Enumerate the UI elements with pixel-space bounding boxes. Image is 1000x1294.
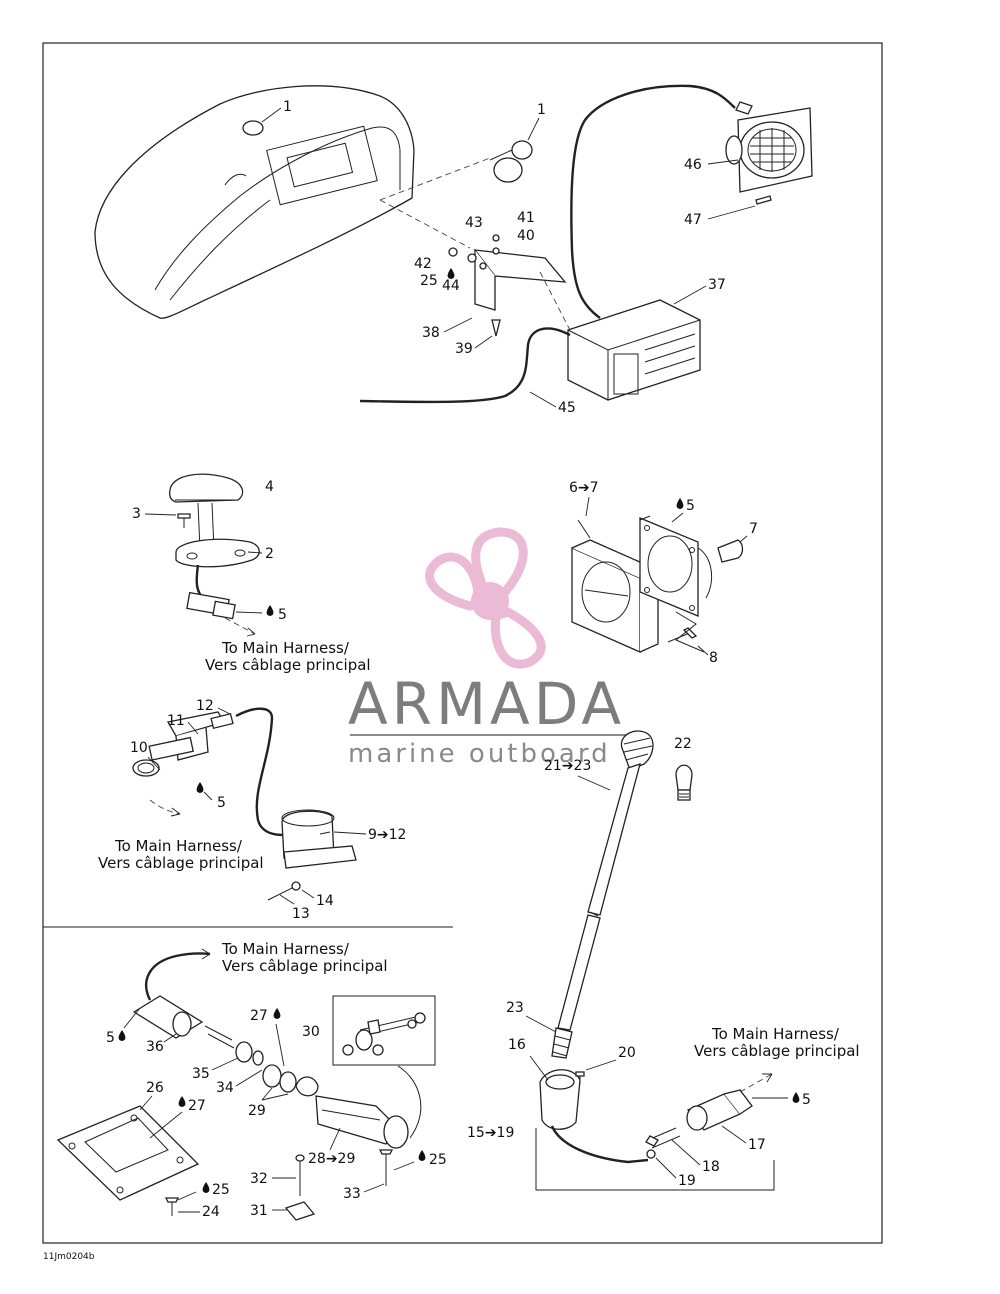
callout-14: 14 xyxy=(316,893,334,909)
callout-5a: 5 xyxy=(278,607,287,623)
callout-19: 19 xyxy=(678,1173,696,1189)
figure-code: 11Jm0204b xyxy=(43,1252,95,1262)
watermark-propeller-logo xyxy=(425,527,546,669)
trim-switch-assembly xyxy=(56,995,409,1201)
callout-28-29: 28➔29 xyxy=(308,1151,355,1167)
callout-5d: 5 xyxy=(802,1092,811,1108)
callout-7: 7 xyxy=(749,521,758,537)
diagram-frame xyxy=(42,42,883,1244)
callout-43: 43 xyxy=(465,215,483,231)
callout-15-19: 15➔19 xyxy=(467,1125,514,1141)
detail-inset xyxy=(332,995,436,1066)
callout-29: 29 xyxy=(248,1103,266,1119)
callout-36: 36 xyxy=(146,1039,164,1055)
speaker xyxy=(725,107,813,193)
callout-27a: 27 xyxy=(250,1008,268,1024)
horn-assembly xyxy=(132,707,357,869)
callout-32: 32 xyxy=(250,1171,268,1187)
callout-1b: 1 xyxy=(537,102,546,118)
harness-note-1-fr: Vers câblage principal xyxy=(205,656,371,674)
callout-21-23: 21➔23 xyxy=(544,758,591,774)
harness-note-2-fr: Vers câblage principal xyxy=(98,854,264,872)
callout-39: 39 xyxy=(455,341,473,357)
callout-17: 17 xyxy=(748,1137,766,1153)
harness-note-2-en: To Main Harness/ xyxy=(114,837,243,855)
callout-38: 38 xyxy=(422,325,440,341)
callout-5e: 5 xyxy=(106,1030,115,1046)
watermark-name: ARMADA xyxy=(348,670,625,738)
callout-42: 42 xyxy=(414,256,432,272)
callout-25b: 25 xyxy=(212,1182,230,1198)
stereo-unit xyxy=(567,299,701,401)
callout-6-7: 6➔7 xyxy=(569,480,599,496)
callout-11: 11 xyxy=(167,713,185,729)
navigation-light xyxy=(169,473,260,620)
harness-note-3-en: To Main Harness/ xyxy=(711,1025,840,1043)
accessory-socket xyxy=(489,140,533,183)
harness-connector xyxy=(645,1089,753,1159)
callout-34: 34 xyxy=(216,1080,234,1096)
callout-23: 23 xyxy=(506,1000,524,1016)
callout-25a: 25 xyxy=(420,273,438,289)
callout-37: 37 xyxy=(708,277,726,293)
callout-10: 10 xyxy=(130,740,148,756)
watermark-tagline: marine outboard xyxy=(348,739,611,769)
callout-5c: 5 xyxy=(686,498,695,514)
callout-40: 40 xyxy=(517,228,535,244)
mounting-bracket xyxy=(473,249,567,311)
callout-25c: 25 xyxy=(429,1152,447,1168)
callout-44: 44 xyxy=(442,278,460,294)
harness-note-4-fr: Vers câblage principal xyxy=(222,957,388,975)
callout-13: 13 xyxy=(292,906,310,922)
callout-46: 46 xyxy=(684,157,702,173)
callout-3: 3 xyxy=(132,506,141,522)
callout-8: 8 xyxy=(709,650,718,666)
callout-5b: 5 xyxy=(217,795,226,811)
shift-lever xyxy=(539,730,654,1164)
callout-9-12: 9➔12 xyxy=(368,827,406,843)
gauge-housing xyxy=(571,515,744,653)
callout-16: 16 xyxy=(508,1037,526,1053)
callout-30: 30 xyxy=(302,1024,320,1040)
callout-1a: 1 xyxy=(283,99,292,115)
harness-note-1-en: To Main Harness/ xyxy=(221,639,350,657)
indicator-bulb xyxy=(675,764,693,801)
detail-inset-parts xyxy=(342,1012,426,1056)
callout-2: 2 xyxy=(265,546,274,562)
callout-35: 35 xyxy=(192,1066,210,1082)
callout-4: 4 xyxy=(265,479,274,495)
harness-note-4-en: To Main Harness/ xyxy=(221,940,350,958)
callout-41: 41 xyxy=(517,210,535,226)
callout-45: 45 xyxy=(558,400,576,416)
callout-12: 12 xyxy=(196,698,214,714)
callout-47: 47 xyxy=(684,212,702,228)
callout-27b: 27 xyxy=(188,1098,206,1114)
callout-24: 24 xyxy=(202,1204,220,1220)
callout-20: 20 xyxy=(618,1045,636,1061)
callout-22: 22 xyxy=(674,736,692,752)
harness-note-3-fr: Vers câblage principal xyxy=(694,1042,860,1060)
callout-26: 26 xyxy=(146,1080,164,1096)
dashboard-console xyxy=(94,85,415,319)
callout-33: 33 xyxy=(343,1186,361,1202)
callout-31: 31 xyxy=(250,1203,268,1219)
callout-18: 18 xyxy=(702,1159,720,1175)
